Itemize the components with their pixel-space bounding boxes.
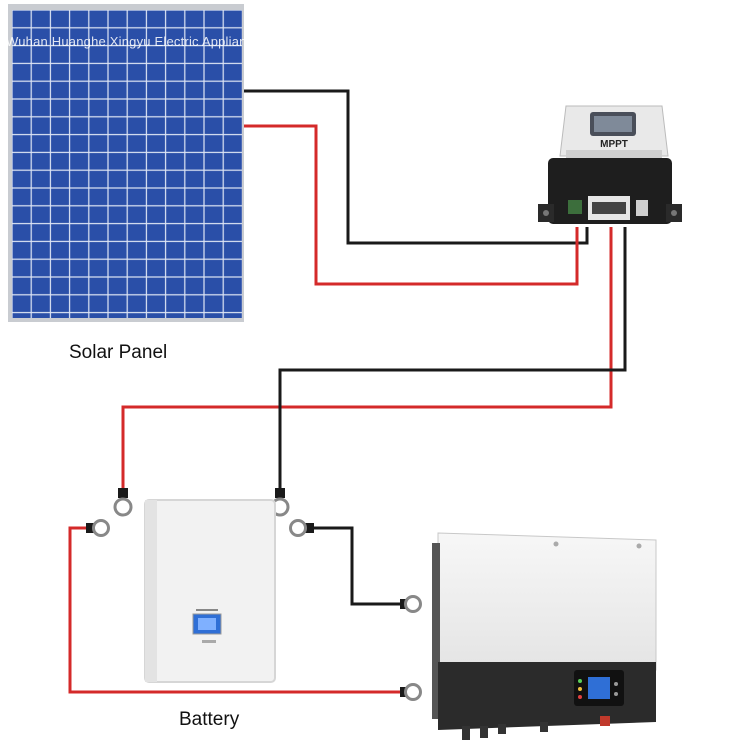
mppt-controller: MPPT — [538, 105, 682, 224]
inverter-unit — [432, 532, 657, 740]
inverter-positive-wire — [68, 526, 408, 694]
terminal-inverter-lower — [400, 683, 422, 701]
battery-negative-wire — [278, 227, 627, 494]
terminal-inverter-upper — [400, 595, 422, 613]
watermark-text: Wuhan Huanghe Xingyu Electric Appliance … — [6, 34, 316, 49]
terminal-battery-left — [86, 519, 110, 537]
terminal-battery-right — [289, 519, 314, 537]
solar-negative-wire — [244, 89, 589, 245]
mppt-title: MPPT — [600, 139, 628, 150]
solar-panel — [8, 4, 244, 322]
inverter-wires — [68, 526, 408, 694]
battery-unit — [144, 499, 276, 683]
solar-panel-cells — [12, 10, 242, 318]
solar-wires — [244, 89, 589, 286]
battery-charge-wires — [121, 227, 627, 494]
battery-label: Battery — [179, 709, 240, 730]
solar-panel-label: Solar Panel — [69, 342, 168, 363]
inverter-display — [588, 677, 610, 699]
battery-positive-wire — [121, 227, 613, 494]
terminal-battery-pos-top — [113, 488, 133, 517]
inverter-negative-wire — [305, 526, 408, 606]
battery-body — [144, 499, 276, 683]
solar-positive-wire — [244, 124, 579, 286]
